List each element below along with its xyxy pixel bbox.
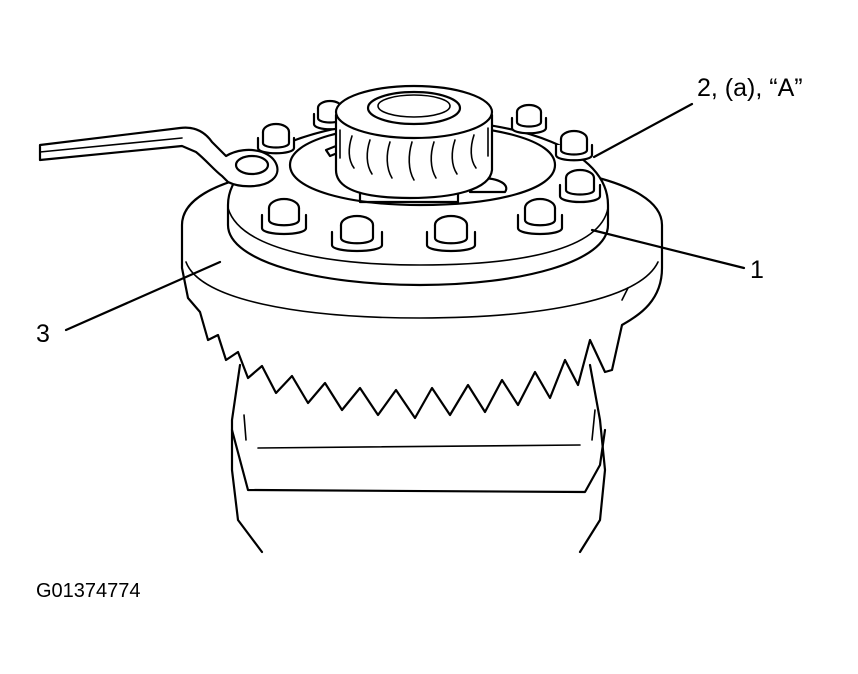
bearing-icon	[334, 84, 494, 200]
wrench-icon	[38, 126, 279, 188]
ring-gear-bolt	[510, 103, 548, 135]
leader-line-1	[590, 228, 746, 270]
ring-gear-bolt	[425, 214, 477, 253]
ring-gear-bolt	[260, 197, 308, 236]
callout-label-bolt: 2, (a), “A”	[697, 74, 803, 102]
ring-gear-bolt	[558, 168, 602, 204]
ring-gear-bolt	[330, 214, 384, 253]
ring-gear-bolt	[554, 129, 594, 162]
ring-gear-bolt	[516, 197, 564, 236]
housing-body	[230, 363, 607, 554]
ring-gear-bolt	[256, 122, 296, 155]
leader-line-3	[64, 260, 222, 332]
figure-id: G01374774	[36, 580, 141, 602]
callout-label-case: 1	[750, 256, 764, 284]
ring-gear-bolts	[256, 99, 602, 253]
callout-label-ring-gear: 3	[36, 320, 50, 348]
leader-line-2	[592, 102, 694, 159]
